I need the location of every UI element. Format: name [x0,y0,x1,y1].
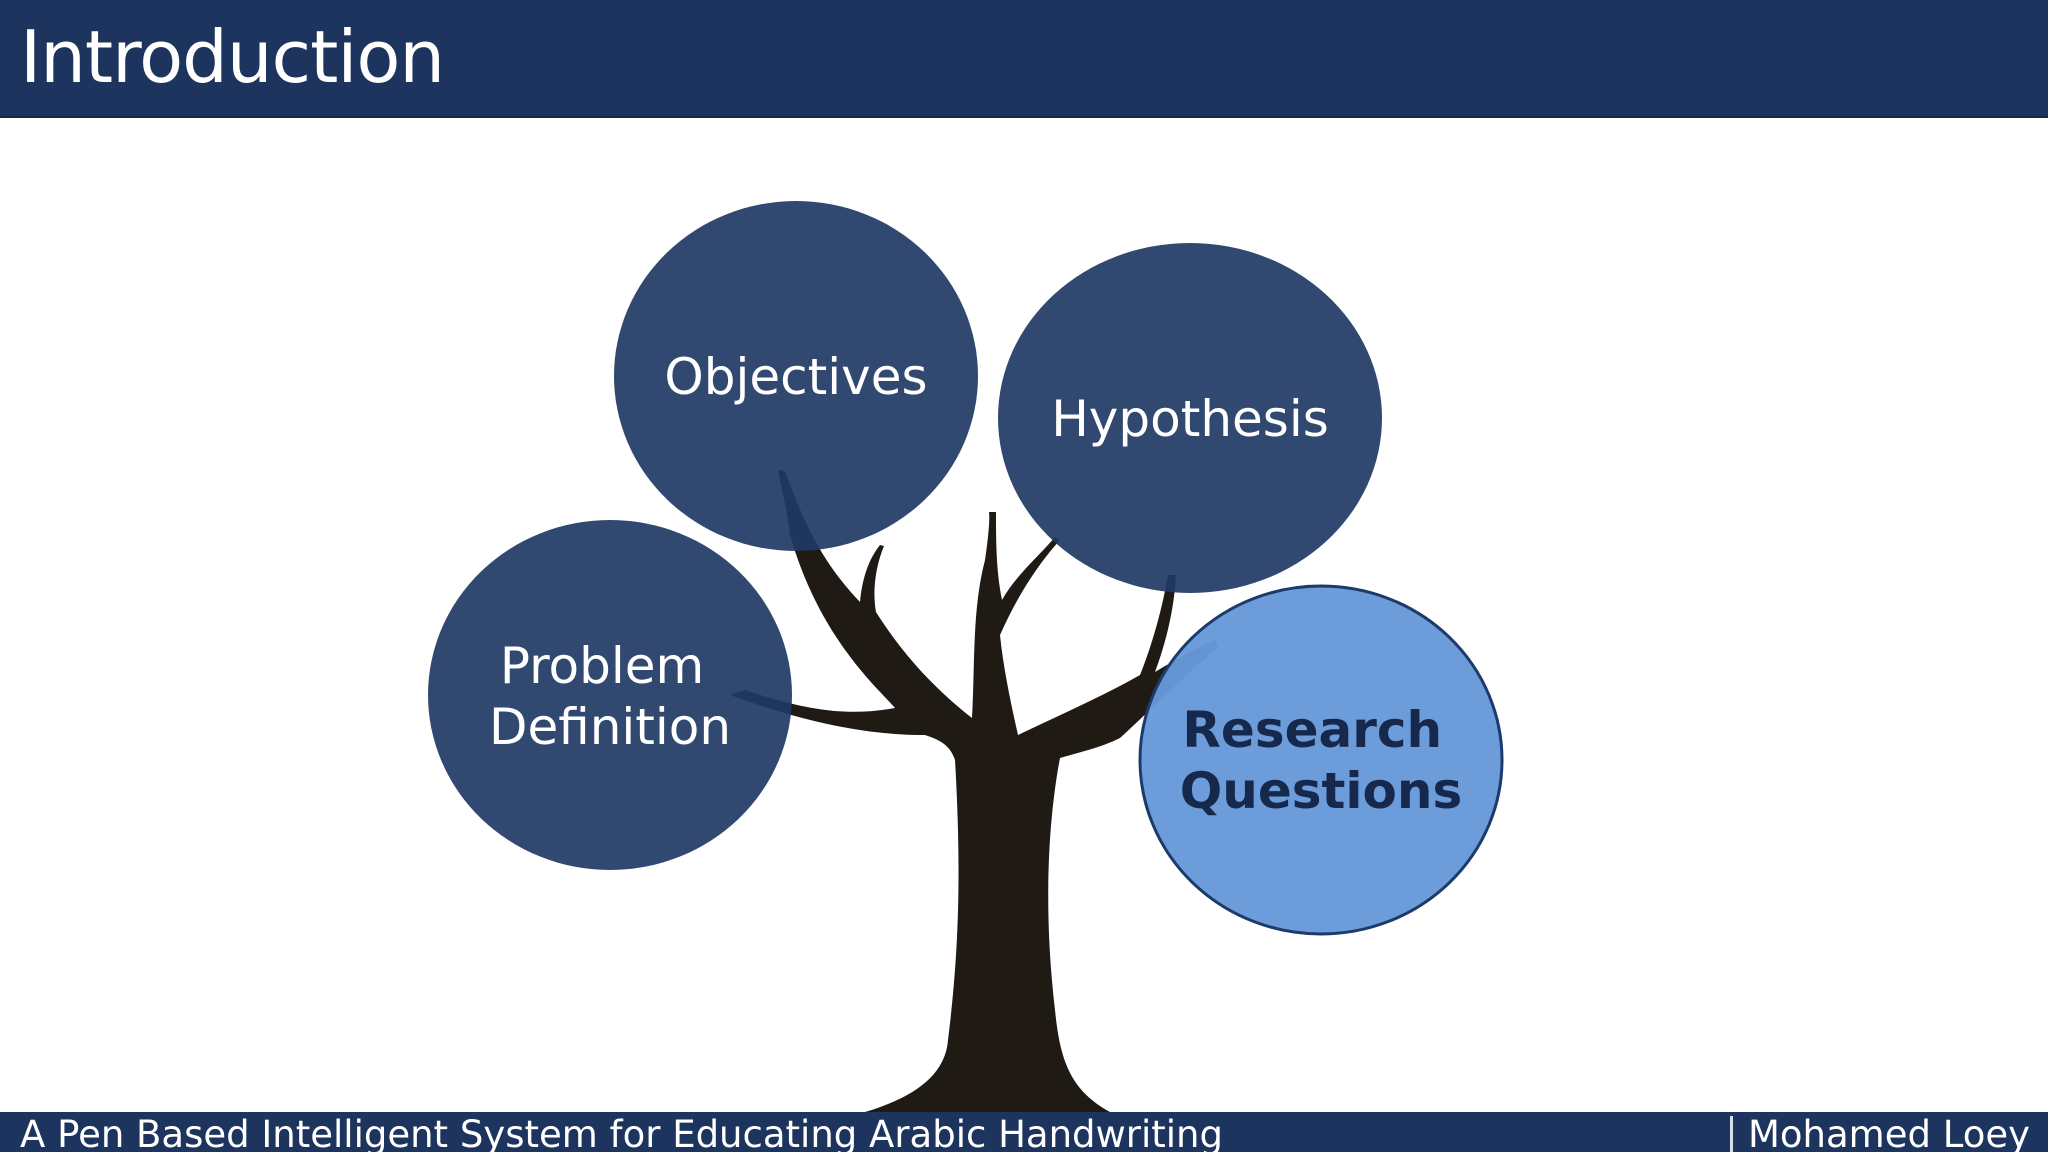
slide-title: Introduction [20,15,445,99]
node-research-questions: Research Questions [1138,584,1504,936]
research-questions-line-2: Questions [1180,762,1463,820]
node-problem-definition: Problem Definition [428,520,792,870]
problem-definition-line-2: Definition [489,698,731,756]
svg-text:Objectives: Objectives [664,348,927,406]
node-objectives: Objectives [614,201,978,551]
tree-trunk [730,470,1218,1112]
author-name: Mohamed Loey [1748,1113,2030,1152]
svg-text:Hypothesis: Hypothesis [1051,390,1329,448]
svg-text:Problem Definition: Problem Definition [489,637,731,756]
research-questions-line-1: Research [1182,701,1442,759]
tree [730,470,1218,1112]
objectives-label: Objectives [664,348,927,406]
bubble-hypothesis [998,243,1382,593]
hypothesis-label: Hypothesis [1051,390,1329,448]
slide-footer: A Pen Based Intelligent System for Educa… [0,1112,2048,1152]
presentation-title: A Pen Based Intelligent System for Educa… [20,1113,1223,1152]
slide-header: Introduction [0,0,2048,118]
problem-definition-line-1: Problem [500,637,704,695]
bubble-objectives [614,201,978,551]
bubble-problem-definition [428,520,792,870]
svg-text:Research Questions: Research Questions [1180,701,1463,820]
node-hypothesis: Hypothesis [998,243,1382,593]
footer-divider [1730,1116,1733,1152]
bubble-research-questions [1138,584,1504,936]
